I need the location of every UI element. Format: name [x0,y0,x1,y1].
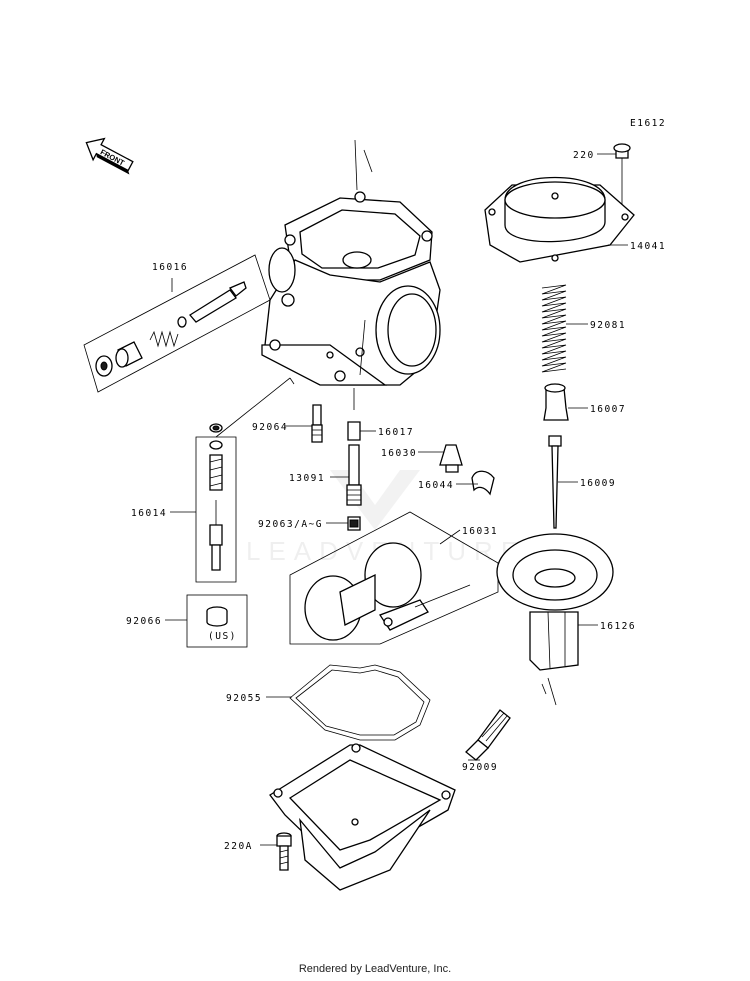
label-14041: 14041 [630,241,666,252]
top-cover [484,143,635,263]
label-16007: 16007 [590,404,626,415]
label-92055: 92055 [226,693,262,704]
label-92063: 92063/A~G [258,519,323,530]
label-13091: 13091 [289,473,325,484]
needle-holder [543,383,569,421]
carburetor-body [261,139,441,386]
leader-lines [165,153,628,846]
jet-needle-kit [195,377,295,583]
jet-needle [548,435,562,529]
label-92064: 92064 [252,422,288,433]
label-us: (US) [208,631,237,642]
float-bowl [269,743,456,891]
vacuum-piston [496,533,614,706]
float-assembly-box [289,511,499,645]
pilot-screw-kit [83,254,271,393]
label-16126: 16126 [600,621,636,632]
label-16044: 16044 [418,480,454,491]
float-bowl-gasket [289,664,431,741]
footer-credit: Rendered by LeadVenture, Inc. [298,963,452,975]
center-jets [311,388,495,531]
air-screw [465,709,511,761]
label-16030: 16030 [381,448,417,459]
spring [541,284,567,373]
diagram-ref-code: E1612 [630,118,666,129]
bowl-screw [276,832,292,871]
front-arrow-icon: FRONT [85,137,134,175]
label-220: 220 [573,150,595,161]
label-92081: 92081 [590,320,626,331]
label-16014: 16014 [131,508,167,519]
label-16016: 16016 [152,262,188,273]
part-labels: 16016 16014 92066 (US) 92064 16017 16030… [126,150,666,852]
label-16031: 16031 [462,526,498,537]
label-16017: 16017 [378,427,414,438]
label-92009: 92009 [462,762,498,773]
label-92066: 92066 [126,616,162,627]
label-16009: 16009 [580,478,616,489]
plug-us-box [186,594,248,648]
label-220a: 220A [224,841,253,852]
